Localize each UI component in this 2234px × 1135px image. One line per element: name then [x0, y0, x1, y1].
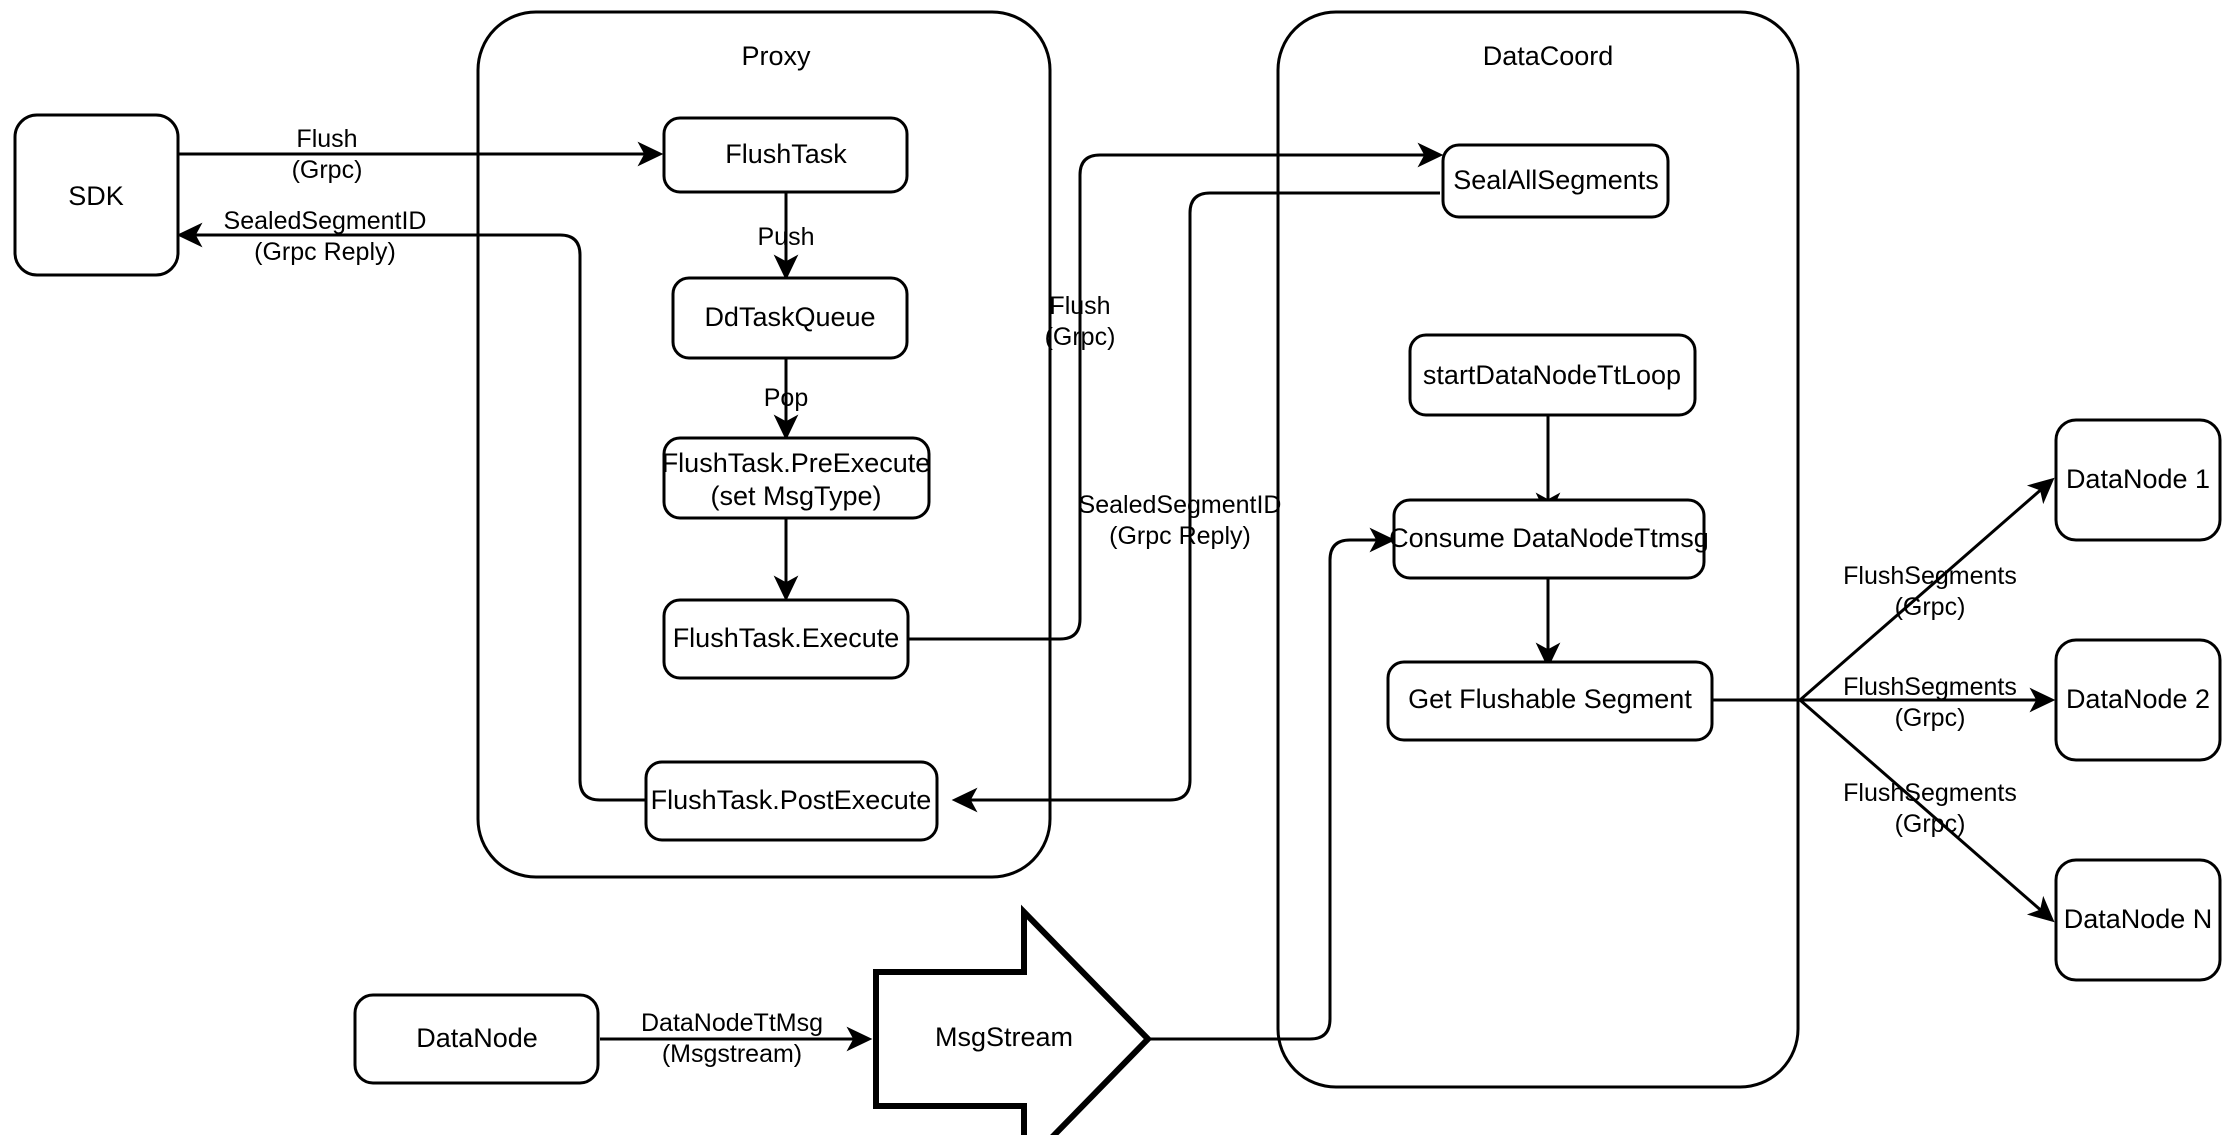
group-datacoord: DataCoord [1276, 10, 1800, 1089]
datanode-2-label: DataNode 2 [2066, 684, 2210, 714]
node-datanode-2[interactable]: DataNode 2 [2054, 638, 2222, 762]
node-get-flushable-segment[interactable]: Get Flushable Segment [1386, 660, 1714, 742]
edge-label-flush-grpc-line2: (Grpc) [1045, 323, 1116, 351]
execute-box[interactable] [662, 598, 910, 680]
flushtask-label: FlushTask [725, 139, 847, 169]
edge-label-datacoord-to-postexecute: SealedSegmentID (Grpc Reply) [1079, 491, 1282, 550]
edge-label-sealedsegmentid-line2: (Grpc Reply) [254, 238, 396, 266]
execute-label: FlushTask.Execute [673, 623, 900, 653]
msgstream-label: MsgStream [935, 1022, 1073, 1052]
postexecute-label: FlushTask.PostExecute [651, 785, 932, 815]
proxy-container [476, 10, 1052, 879]
edge-label-flush-line1: Flush [296, 125, 357, 153]
proxy-group-label: Proxy [741, 41, 811, 71]
edge-label-sealedsegmentid-reply-line2: (Grpc Reply) [1109, 522, 1251, 550]
edge-label-pop-text: Pop [764, 384, 808, 412]
sealallsegments-box[interactable] [1441, 143, 1670, 219]
edge-label-flushsegments-1-line2: (Grpc) [1895, 593, 1966, 621]
node-flushtask-execute[interactable]: FlushTask.Execute [662, 598, 910, 680]
datacoord-group-label: DataCoord [1483, 41, 1614, 71]
edge-execute-to-sealallsegments [908, 142, 1444, 641]
edge-label-sealedsegmentid-reply-line1: SealedSegmentID [1079, 491, 1282, 519]
edge-hub-to-datanode1 [1799, 477, 2055, 702]
node-startdatanodettloop[interactable]: startDataNodeTtLoop [1408, 333, 1697, 417]
datanode-source-box[interactable] [353, 993, 600, 1085]
edge-label-datanodettmsg-line1: DataNodeTtMsg [641, 1009, 823, 1037]
datanode-n-box[interactable] [2054, 858, 2222, 982]
edge-label-flush-line2: (Grpc) [292, 156, 363, 184]
edge-label-datanode-to-msgstream: DataNodeTtMsg (Msgstream) [641, 1009, 823, 1068]
edge-label-flushsegments-1-line1: FlushSegments [1843, 562, 2017, 590]
edge-label-push-text: Push [758, 223, 815, 251]
edge-label-flush-grpc-line1: Flush [1049, 292, 1110, 320]
startdatanodettloop-label: startDataNodeTtLoop [1423, 360, 1681, 390]
edge-label-hub-to-datanoden: FlushSegments (Grpc) [1843, 779, 2017, 838]
edge-label-execute-to-datacoord: Flush (Grpc) [1045, 292, 1116, 351]
sealallsegments-label: SealAllSegments [1453, 165, 1659, 195]
edge-sealallsegments-to-postexecute [951, 191, 1440, 813]
edge-label-hub-to-datanode2: FlushSegments (Grpc) [1843, 673, 2017, 732]
node-flushtask-preexecute[interactable]: FlushTask.PreExecute (set MsgType) [662, 436, 931, 520]
edge-label-hub-to-datanode1: FlushSegments (Grpc) [1843, 562, 2017, 621]
node-ddtaskqueue[interactable]: DdTaskQueue [671, 276, 909, 360]
preexecute-label-line1: FlushTask.PreExecute [662, 448, 931, 478]
node-datanode-n[interactable]: DataNode N [2054, 858, 2222, 982]
node-sdk[interactable]: SDK [13, 113, 180, 277]
edge-label-flushsegments-2-line1: FlushSegments [1843, 673, 2017, 701]
datanode-n-label: DataNode N [2064, 904, 2213, 934]
get-flushable-segment-label: Get Flushable Segment [1408, 684, 1692, 714]
edge-label-flushsegments-n-line2: (Grpc) [1895, 810, 1966, 838]
edge-hub-to-datanoden [1799, 698, 2055, 923]
node-msgstream[interactable]: MsgStream [873, 904, 1153, 1135]
node-flushtask[interactable]: FlushTask [662, 116, 909, 194]
node-datanode-1[interactable]: DataNode 1 [2054, 418, 2222, 542]
node-consume-datanodettmsg[interactable]: Consume DataNodeTtmsg [1389, 498, 1709, 580]
node-datanode-source[interactable]: DataNode [353, 993, 600, 1085]
datanode-2-box[interactable] [2054, 638, 2222, 762]
flushtask-box[interactable] [662, 116, 909, 194]
edge-label-flushsegments-n-line1: FlushSegments [1843, 779, 2017, 807]
ddtaskqueue-label: DdTaskQueue [704, 302, 875, 332]
datanode-1-label: DataNode 1 [2066, 464, 2210, 494]
edge-label-sealedsegmentid-line1: SealedSegmentID [224, 207, 427, 235]
node-sealallsegments[interactable]: SealAllSegments [1441, 143, 1670, 219]
datacoord-container [1276, 10, 1800, 1089]
node-flushtask-postexecute[interactable]: FlushTask.PostExecute [644, 760, 939, 842]
edge-label-pop: Pop [764, 384, 808, 412]
sdk-label: SDK [68, 181, 124, 211]
postexecute-box[interactable] [644, 760, 939, 842]
edge-proxy-to-sdk [176, 222, 645, 802]
ddtaskqueue-box[interactable] [671, 276, 909, 360]
datanode-1-box[interactable] [2054, 418, 2222, 542]
consume-datanodettmsg-box[interactable] [1392, 498, 1706, 580]
preexecute-box[interactable] [662, 436, 931, 520]
preexecute-label-line2: (set MsgType) [710, 481, 881, 511]
msgstream-block-arrow[interactable] [873, 904, 1153, 1135]
edge-label-flushsegments-2-line2: (Grpc) [1895, 704, 1966, 732]
startdatanodettloop-box[interactable] [1408, 333, 1697, 417]
edge-label-proxy-to-sdk: SealedSegmentID (Grpc Reply) [224, 207, 427, 266]
datanode-source-label: DataNode [416, 1023, 538, 1053]
edge-label-push: Push [758, 223, 815, 251]
get-flushable-segment-box[interactable] [1386, 660, 1714, 742]
edge-label-sdk-to-proxy: Flush (Grpc) [292, 125, 363, 184]
consume-datanodettmsg-label: Consume DataNodeTtmsg [1389, 523, 1709, 553]
edge-msgstream-to-consume [1150, 527, 1396, 1041]
group-proxy: Proxy [476, 10, 1052, 879]
sdk-box[interactable] [13, 113, 180, 277]
edge-label-datanodettmsg-line2: (Msgstream) [662, 1040, 802, 1068]
